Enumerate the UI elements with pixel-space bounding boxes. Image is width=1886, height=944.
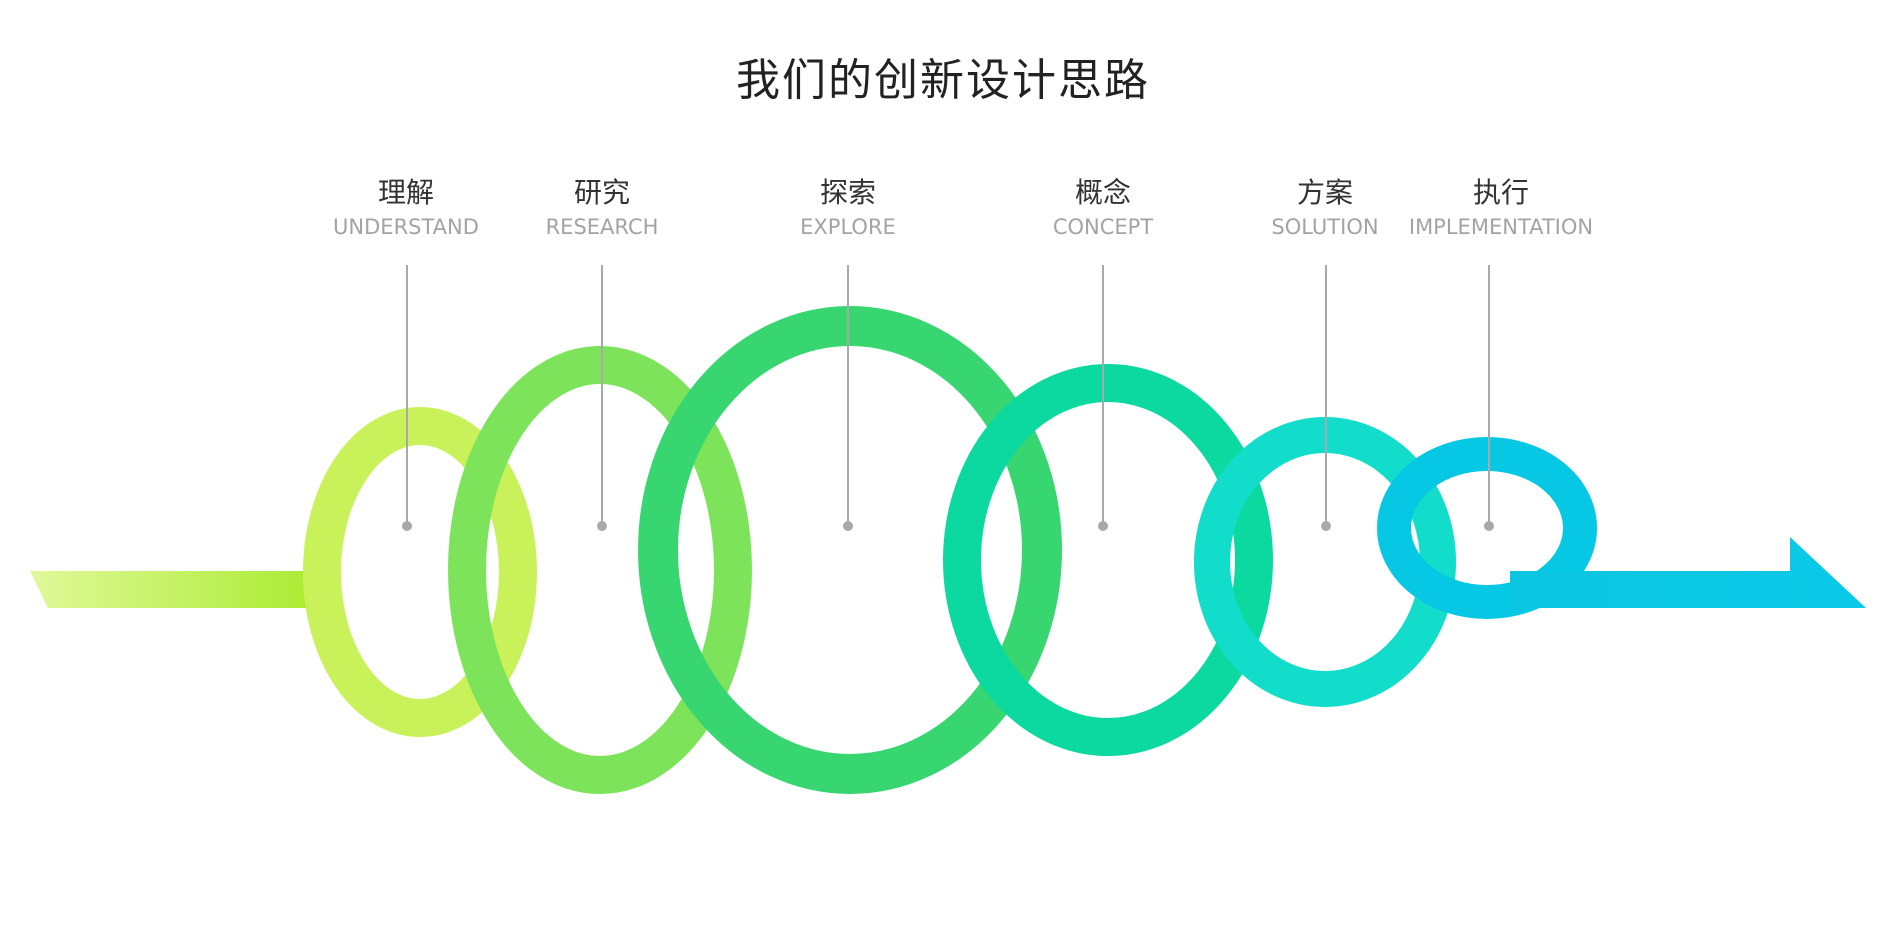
step-label-zh: 方案	[1296, 176, 1353, 209]
ribbon-tail	[30, 571, 332, 608]
step-label-zh: 理解	[377, 176, 434, 209]
step-concept: 概念 CONCEPT	[953, 176, 1253, 240]
step-label-en: CONCEPT	[1052, 215, 1154, 239]
step-label-en: SOLUTION	[1271, 215, 1379, 239]
step-label-zh: 概念	[1074, 176, 1131, 209]
step-label-en: IMPLEMENTATION	[1408, 215, 1594, 239]
leader-solution	[1321, 265, 1331, 531]
leader-research	[597, 265, 607, 531]
leader-explore	[843, 265, 853, 531]
loop-research	[448, 346, 752, 794]
step-label-en: RESEARCH	[545, 215, 659, 239]
leader-implementation	[1484, 265, 1494, 531]
step-research: 研究 RESEARCH	[452, 176, 752, 240]
loop-explore	[638, 306, 1062, 794]
step-label-zh: 执行	[1472, 176, 1529, 209]
leader-understand	[402, 265, 412, 531]
diagram-title: 我们的创新设计思路	[736, 55, 1150, 106]
loop-implementation	[1377, 437, 1597, 619]
step-understand: 理解 UNDERSTAND	[256, 176, 556, 240]
step-label-zh: 探索	[819, 176, 876, 209]
step-solution: 方案 SOLUTION	[1175, 176, 1475, 240]
step-label-en: EXPLORE	[800, 215, 896, 239]
loop-understand	[303, 407, 537, 737]
leader-concept	[1098, 265, 1108, 531]
step-label-en: UNDERSTAND	[333, 215, 479, 239]
step-explore: 探索 EXPLORE	[698, 176, 998, 240]
step-implementation: 执行 IMPLEMENTATION	[1351, 176, 1651, 240]
step-label-zh: 研究	[573, 176, 630, 209]
ribbon-arrow-head	[1510, 537, 1866, 608]
loop-concept	[943, 364, 1273, 756]
